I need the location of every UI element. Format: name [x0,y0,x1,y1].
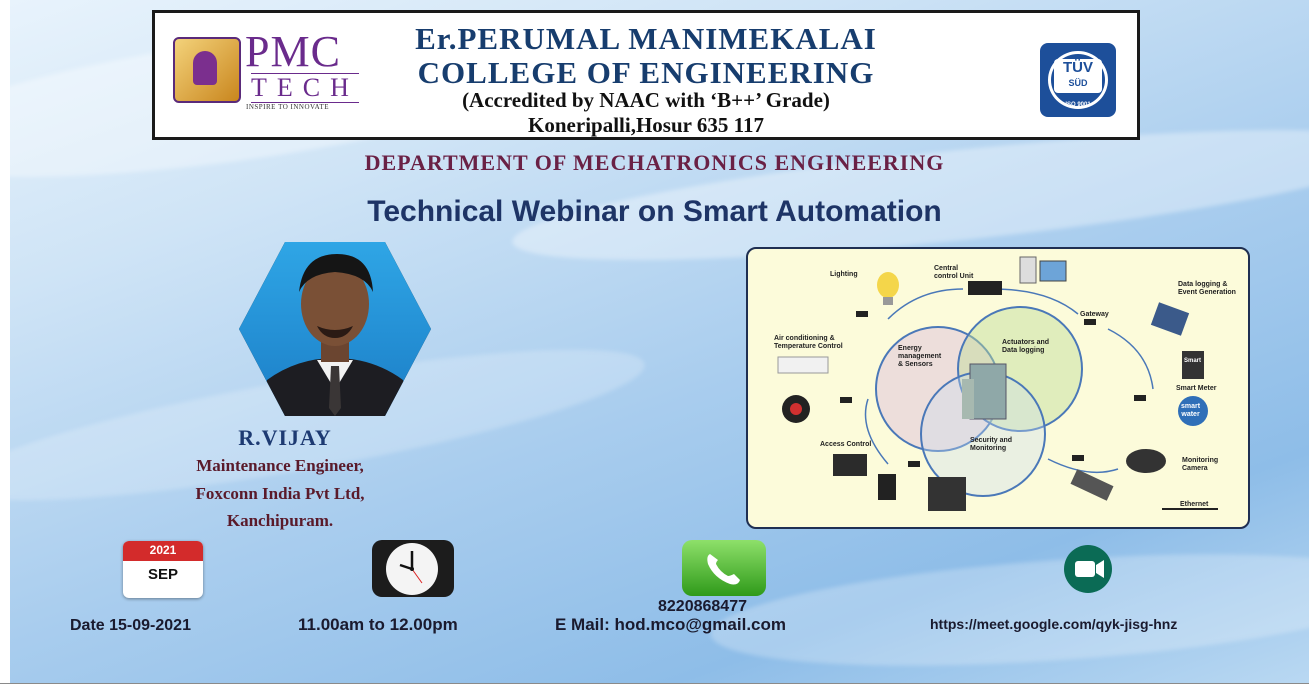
label-air-conditioning: Air conditioning & Temperature Control [774,335,843,350]
tuv-text: TÜV [1063,59,1093,76]
clock-face [386,543,438,595]
college-name-line1: Er.PERUMAL MANIMEKALAI [415,21,877,56]
bottom-divider [0,683,1309,691]
label-access-control: Access Control [820,441,872,448]
speaker-city: Kanchipuram. [226,511,334,530]
label-actuators: Actuators and Data logging [1002,339,1050,354]
label-monitoring-camera: Monitoring Camera [1182,457,1219,472]
label-gateway: Gateway [1080,311,1109,318]
event-time: 11.00am to 12.00pm [298,615,458,634]
google-meet-icon [1056,543,1120,596]
calendar-year: 2021 [149,543,177,557]
contact-email: E Mail: hod.mco@gmail.com [555,615,786,634]
clock-hands [399,551,423,584]
speaker-photo [239,242,431,416]
building-icon [969,363,1007,420]
label-smart-water: smart water [1181,403,1201,418]
label-energy-management: Energy management & Sensors [898,345,942,368]
door-lock-icon [878,474,896,500]
data-logger-icon [1150,302,1190,336]
link-arrow [1107,328,1154,390]
meet-link[interactable]: https://meet.google.com/qyk-jisg-hnz [930,616,1178,632]
light-bulb-icon [877,272,899,298]
label-data-logging: Data logging & Event Generation [1178,281,1236,296]
label-smart-meter-box: Smart [1184,358,1202,364]
diagram-graphics [777,256,1218,511]
control-unit-icon [968,281,1002,295]
department-title: DEPARTMENT OF MECHATRONICS ENGINEERING [364,150,945,175]
monitor-icon [1039,260,1067,282]
tuv-iso-text: ISO 9001 [1065,102,1091,108]
meet-camera-icon [1064,545,1112,593]
label-smart-meter: Smart Meter [1176,385,1217,392]
label-lighting: Lighting [830,271,858,278]
background-wave [707,535,1309,683]
building-icon [962,379,974,419]
logo-sub-text: TECH [251,73,359,103]
smart-water-icon [1178,396,1208,426]
smart-meter-icon [1182,351,1204,379]
accreditation-text: (Accredited by NAAC with ‘B++’ Grade) [462,88,830,112]
logo-tagline: INSPIRE TO INNOVATE [246,103,330,111]
speaker-name: R.VIJAY [238,425,332,450]
light-bulb-base-icon [883,297,893,305]
contact-phone: 8220868477 [658,598,747,615]
label-ethernet: Ethernet [1180,501,1209,508]
phone-icon [682,540,766,596]
webinar-title: Technical Webinar on Smart Automation [367,195,942,228]
calendar-header [123,541,203,561]
smart-automation-diagram: Lighting Central control Unit Data loggi… [746,247,1250,529]
thermostat-dial-icon [790,403,802,415]
speaker-company: Foxconn India Pvt Ltd, [195,484,365,503]
college-name-line2: COLLEGE OF ENGINEERING [417,55,875,90]
tuv-sud-text: SÜD [1068,78,1088,88]
calendar-month: SEP [147,566,178,583]
fingerprint-reader-icon [928,477,966,511]
link-arrow [887,288,964,320]
clock-icon [372,540,454,597]
computer-tower-icon [1019,256,1037,284]
tuv-certification-logo: TÜV SÜD ISO 9001 [1040,43,1116,117]
label-security-monitoring: Security and Monitoring [970,437,1013,452]
event-date: Date 15-09-2021 [70,617,191,634]
dome-camera-icon [1126,449,1166,473]
college-address: Koneripalli,Hosur 635 117 [528,113,764,137]
tuv-label-box: TÜV SÜD [1054,59,1102,93]
link-arrow [1047,458,1119,474]
pmc-emblem-icon [173,37,241,103]
logo-main-text: PMC [245,27,341,76]
label-central-control: Central control Unit [934,265,974,280]
link-arrow [992,288,1079,315]
cctv-camera-icon [1070,469,1114,501]
college-header: PMC TECH INSPIRE TO INNOVATE Er.PERUMAL … [152,10,1140,140]
access-card-icon [833,454,867,476]
pmc-tech-logo: PMC TECH INSPIRE TO INNOVATE [173,29,359,113]
air-conditioner-icon [777,356,829,374]
wifi-node-icons [840,311,1146,467]
link-arrow [864,398,889,465]
speaker-role: Maintenance Engineer, [196,456,364,475]
phone-handset-icon [707,554,740,585]
calendar-icon: 2021 SEP [123,541,203,598]
